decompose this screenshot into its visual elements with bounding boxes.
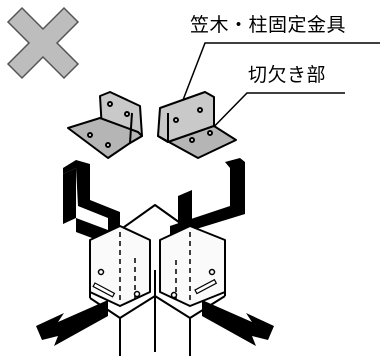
cross-mark-icon bbox=[6, 6, 80, 80]
leader-line-bracket bbox=[182, 42, 380, 101]
bracket-label: 笠木・柱固定金具 bbox=[190, 14, 347, 36]
screw-holes bbox=[97, 268, 216, 299]
arrow-right-icon bbox=[202, 300, 274, 346]
slots bbox=[92, 278, 218, 298]
notch-label: 切欠き部 bbox=[248, 64, 327, 86]
arrow-left-icon bbox=[36, 300, 108, 346]
right-bracket bbox=[157, 91, 237, 159]
hidden-edges bbox=[119, 232, 191, 300]
left-bracket bbox=[67, 91, 143, 159]
